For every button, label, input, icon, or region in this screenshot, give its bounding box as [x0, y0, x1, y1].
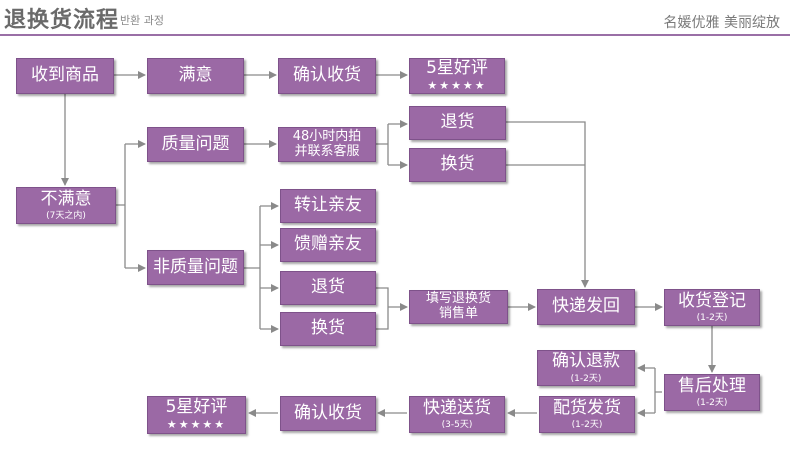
node-service-48h-line2: 并联系客服 [294, 143, 360, 159]
star-rating-icon: ★★★★★ [166, 417, 227, 431]
merge-nonquality-returns [376, 287, 389, 330]
merge-quality-returns [506, 121, 586, 166]
page-title: 退换货流程 [4, 8, 120, 33]
node-register: 收货登记 (1-2天) [664, 289, 760, 326]
node-register-label: 收货登记 [678, 290, 746, 311]
header-divider [0, 34, 790, 36]
branch-aftersales [654, 368, 662, 413]
node-five-star-top-label: 5星好评 [426, 58, 488, 79]
node-quality: 质量问题 [147, 127, 244, 162]
node-transfer-label: 转让亲友 [294, 195, 362, 216]
node-express-send-label: 快递送货 [423, 397, 491, 418]
node-receive: 收到商品 [16, 58, 114, 94]
node-transfer: 转让亲友 [280, 189, 376, 223]
node-after-sales-note: (1-2天) [696, 398, 728, 409]
node-satisfied-label: 满意 [178, 65, 213, 86]
node-gift: 馈赠亲友 [280, 228, 376, 262]
node-exchange-quality: 换货 [409, 148, 506, 182]
node-return-quality-label: 退货 [440, 112, 475, 133]
node-after-sales-label: 售后处理 [678, 375, 746, 396]
branch-48h [376, 124, 389, 165]
node-fill-form-line1: 填写退换货 [425, 291, 491, 307]
branch-nonquality [244, 206, 261, 329]
node-express-send: 快递送货 (3-5天) [409, 396, 505, 433]
node-express-send-note: (3-5天) [441, 420, 473, 431]
node-ship-note: (1-2天) [571, 420, 603, 431]
node-service-48h: 48小时内拍 并联系客服 [278, 127, 376, 162]
node-non-quality-label: 非质量问题 [153, 256, 238, 277]
node-confirm-refund: 确认退款 (1-2天) [537, 350, 635, 386]
node-confirm-bottom: 确认收货 [280, 396, 376, 431]
node-register-note: (1-2天) [696, 313, 728, 324]
node-five-star-bottom-label: 5星好评 [165, 397, 228, 418]
node-confirm-bottom-label: 确认收货 [294, 402, 362, 423]
star-rating-icon: ★★★★★ [427, 78, 487, 92]
node-ship: 配货发货 (1-2天) [539, 396, 635, 433]
page-subtitle: 반환 과정 [120, 14, 164, 27]
node-return-nonquality: 退货 [280, 271, 376, 305]
branch-dissatisfied [116, 144, 126, 268]
node-dissatisfied-label: 不满意 [40, 188, 92, 209]
node-service-48h-line1: 48小时内拍 [292, 128, 362, 144]
node-express-back: 快递发回 [537, 289, 635, 325]
node-quality-label: 质量问题 [161, 133, 230, 154]
node-confirm-refund-label: 确认退款 [552, 351, 620, 372]
node-exchange-nonquality-label: 换货 [311, 318, 345, 339]
node-return-quality: 退货 [409, 106, 506, 140]
node-satisfied: 满意 [147, 58, 244, 94]
node-confirm-top: 确认收货 [278, 58, 376, 94]
node-exchange-nonquality: 换货 [280, 312, 376, 346]
node-non-quality: 非质量问题 [147, 250, 244, 285]
node-fill-form-line2: 销售单 [438, 306, 478, 321]
node-gift-label: 馈赠亲友 [294, 234, 362, 255]
node-fill-form: 填写退换货 销售单 [409, 290, 508, 324]
node-confirm-refund-note: (1-2天) [570, 373, 602, 384]
node-dissatisfied: 不满意 (7天之内) [16, 187, 116, 224]
node-exchange-quality-label: 换货 [440, 154, 475, 175]
brand-slogan: 名媛优雅 美丽绽放 [663, 15, 780, 31]
node-receive-label: 收到商品 [31, 65, 99, 86]
node-five-star-top: 5星好评 ★★★★★ [409, 58, 505, 94]
node-express-back-label: 快递发回 [552, 296, 620, 317]
node-after-sales: 售后处理 (1-2天) [664, 374, 760, 411]
node-five-star-bottom: 5星好评 ★★★★★ [147, 396, 246, 434]
node-dissatisfied-note: (7天之内) [46, 211, 86, 222]
node-return-nonquality-label: 退货 [311, 277, 345, 298]
node-ship-label: 配货发货 [553, 397, 621, 418]
node-confirm-top-label: 确认收货 [293, 65, 361, 86]
